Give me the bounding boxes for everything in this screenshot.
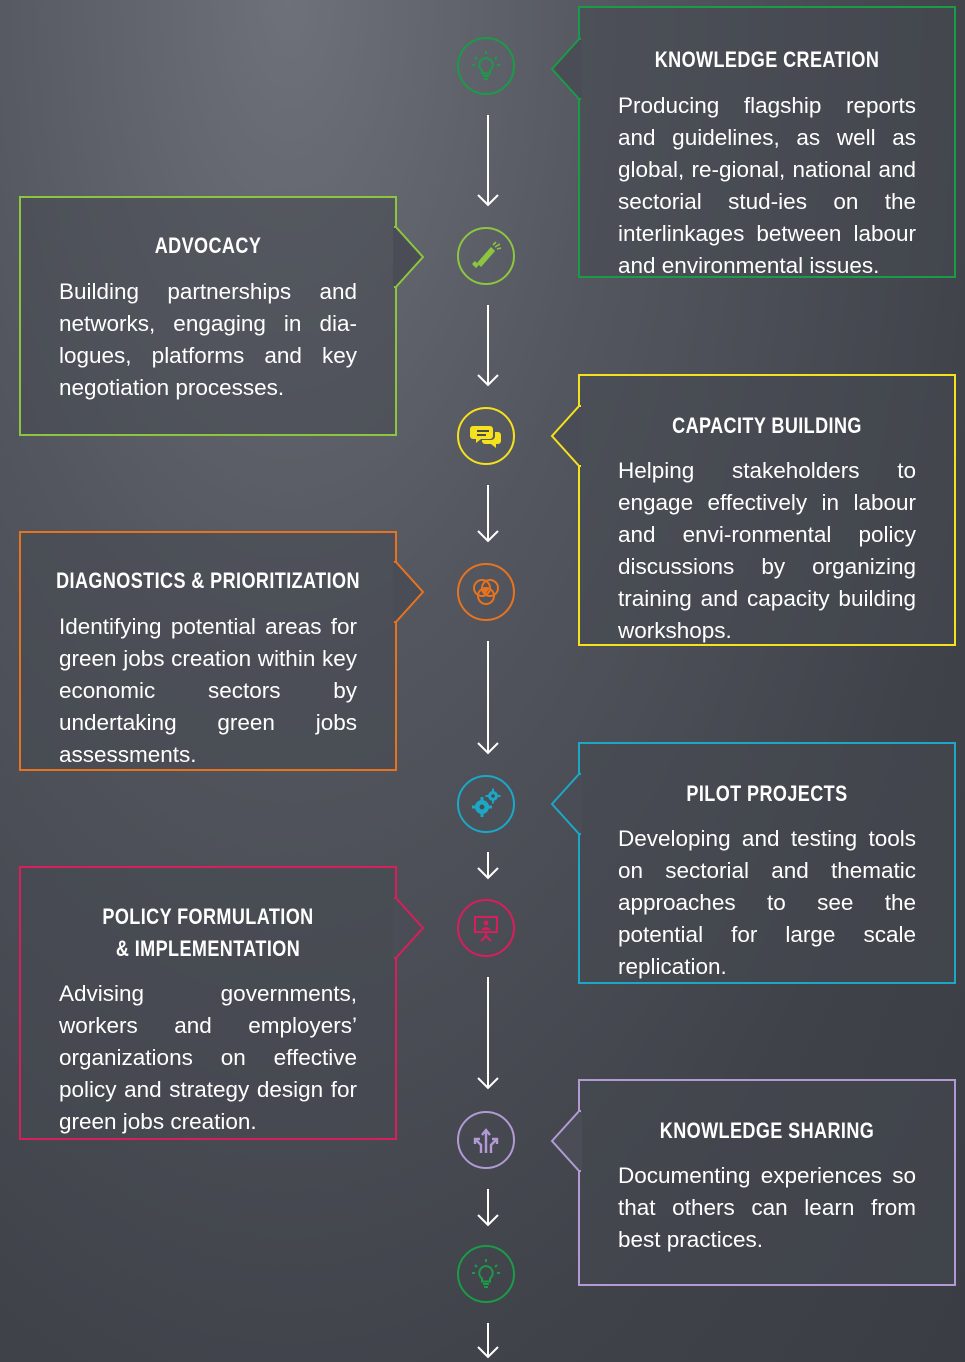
pilot-projects-pointer bbox=[550, 773, 582, 835]
advocacy-text: Building partnerships and networks, enga… bbox=[59, 279, 357, 400]
policy-box: POLICY FORMULATION & IMPLEMENTATION Advi… bbox=[19, 866, 397, 1140]
pilot-projects-text: Developing and testing tools on sectoria… bbox=[618, 826, 916, 979]
capacity-building-title: CAPACITY BUILDING bbox=[672, 413, 862, 438]
advocacy-title: ADVOCACY bbox=[154, 233, 262, 258]
flow-arrow bbox=[474, 852, 502, 880]
diagnostics-box: DIAGNOSTICS & PRIORITIZATION Identifying… bbox=[19, 531, 397, 771]
knowledge-sharing-text: Documenting experiences so that others c… bbox=[618, 1163, 916, 1252]
flow-arrow bbox=[474, 1189, 502, 1227]
knowledge-creation-pointer bbox=[550, 38, 582, 100]
diagnostics-pointer bbox=[393, 561, 425, 623]
knowledge-sharing-title: KNOWLEDGE SHARING bbox=[659, 1118, 875, 1143]
flow-arrow bbox=[474, 977, 502, 1090]
lightbulb-icon bbox=[457, 37, 515, 95]
knowledge-creation-title: KNOWLEDGE CREATION bbox=[654, 47, 880, 72]
advocacy-pointer bbox=[393, 226, 425, 288]
knowledge-creation-text: Producing flagship reports and guideline… bbox=[618, 93, 916, 278]
flow-arrow bbox=[474, 1323, 502, 1359]
policy-text: Advising governments, workers and employ… bbox=[59, 981, 357, 1134]
capacity-building-pointer bbox=[550, 405, 582, 467]
flow-arrow bbox=[474, 641, 502, 755]
chat-icon bbox=[457, 407, 515, 465]
arrows-icon bbox=[457, 1111, 515, 1169]
megaphone-icon bbox=[457, 227, 515, 285]
venn-icon bbox=[457, 563, 515, 621]
capacity-building-text: Helping stakeholders to engage effective… bbox=[618, 458, 916, 643]
flow-arrow bbox=[474, 305, 502, 387]
knowledge-sharing-box: KNOWLEDGE SHARING Documenting experience… bbox=[578, 1079, 956, 1286]
lightbulb-icon bbox=[457, 1245, 515, 1303]
policy-title-line2: & IMPLEMENTATION bbox=[115, 936, 301, 961]
gears-icon bbox=[457, 775, 515, 833]
diagnostics-text: Identifying potential areas for green jo… bbox=[59, 614, 357, 767]
presentation-icon bbox=[457, 899, 515, 957]
flow-arrow bbox=[474, 485, 502, 543]
advocacy-box: ADVOCACY Building partnerships and netwo… bbox=[19, 196, 397, 436]
capacity-building-box: CAPACITY BUILDING Helping stakeholders t… bbox=[578, 374, 956, 646]
flow-arrow bbox=[474, 115, 502, 207]
policy-pointer bbox=[393, 897, 425, 959]
pilot-projects-box: PILOT PROJECTS Developing and testing to… bbox=[578, 742, 956, 984]
knowledge-creation-box: KNOWLEDGE CREATION Producing flagship re… bbox=[578, 6, 956, 278]
knowledge-sharing-pointer bbox=[550, 1110, 582, 1172]
diagnostics-title: DIAGNOSTICS & PRIORITIZATION bbox=[56, 568, 360, 593]
policy-title-line1: POLICY FORMULATION bbox=[102, 904, 314, 929]
pilot-projects-title: PILOT PROJECTS bbox=[686, 781, 848, 806]
